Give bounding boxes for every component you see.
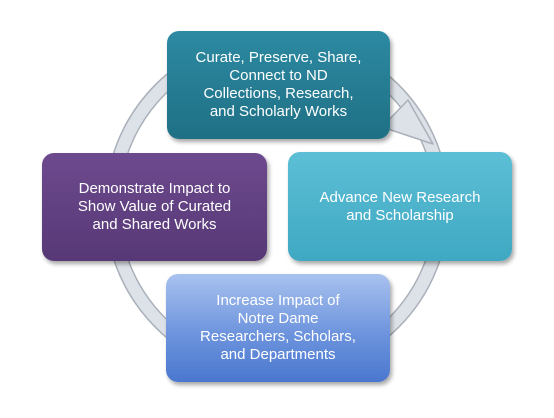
node-demonstrate-impact-label: Demonstrate Impact to Show Value of Cura… <box>77 180 232 233</box>
node-advance-new-research: Advance New Research and Scholarship <box>288 152 512 261</box>
node-increase-impact-label: Increase Impact of Notre Dame Researcher… <box>200 292 356 363</box>
cycle-arrowhead <box>381 99 434 145</box>
node-curate-preserve-share: Curate, Preserve, Share, Connect to ND C… <box>167 31 390 139</box>
node-advance-new-research-label: Advance New Research and Scholarship <box>319 188 481 224</box>
node-curate-preserve-share-label: Curate, Preserve, Share, Connect to ND C… <box>195 49 362 120</box>
node-increase-impact: Increase Impact of Notre Dame Researcher… <box>166 274 390 382</box>
node-demonstrate-impact: Demonstrate Impact to Show Value of Cura… <box>42 153 267 261</box>
